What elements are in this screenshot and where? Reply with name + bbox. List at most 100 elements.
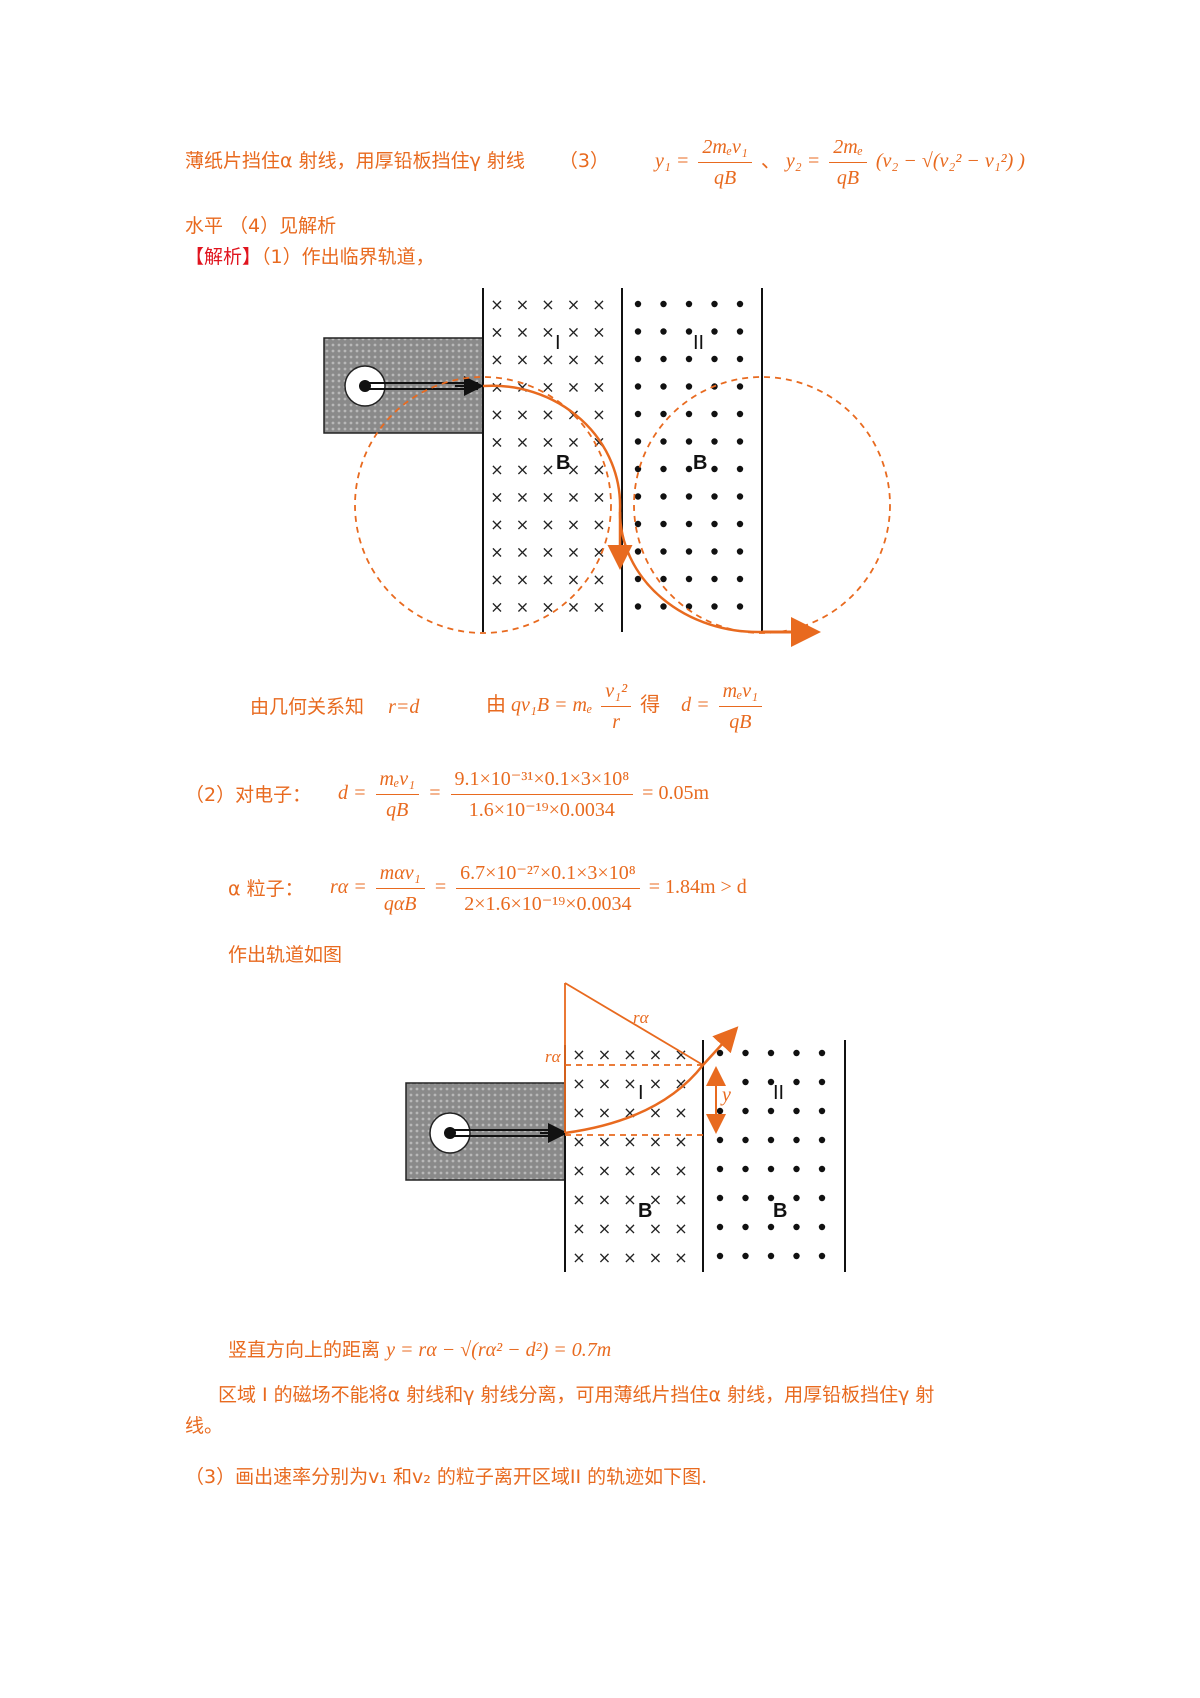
field-cross-icon: × [541,405,554,424]
field-dot-icon [716,1252,724,1260]
fig1-field-b-left: B [556,452,571,474]
field-dot-icon [736,548,744,555]
field-dot-icon [742,1136,749,1144]
field-cross-icon: × [649,1074,662,1093]
field-dot-icon [818,1223,826,1231]
alpha-frac2-num: 6.7×10⁻²⁷×0.1×3×10⁸ [456,860,640,889]
fig2-region-i: I [638,1082,644,1104]
analysis-tag: 【解析】 [185,246,262,268]
part2-label: （2）对电子： [185,784,312,806]
d-lhs: d = [681,694,710,717]
field-dot-icon [793,1223,800,1231]
field-cross-icon: × [623,1248,636,1267]
field-dot-icon [793,1107,800,1115]
geometry-by: 由 [486,692,506,717]
field-dot-icon [685,493,693,500]
part2-lhs: d = [338,782,367,805]
field-cross-icon: × [541,570,554,589]
fig1-region-i: I [555,332,561,354]
field-dot-icon [767,1107,775,1115]
field-dot-icon [818,1107,826,1115]
field-cross-icon: × [598,1219,611,1238]
field-cross-icon: × [592,350,605,369]
field-cross-icon: × [598,1103,611,1122]
field-cross-icon: × [649,1045,662,1064]
answer-line-1: 薄纸片挡住α 射线，用厚铅板挡住γ 射线 （3） [185,148,609,174]
field-cross-icon: × [516,488,529,507]
field-cross-icon: × [572,1161,585,1180]
field-cross-icon: × [541,488,554,507]
field-dot-icon [742,1107,749,1115]
field-dot-icon [716,1049,724,1057]
alpha-label: α 粒子： [228,878,304,900]
field-dot-icon [736,603,744,610]
part2-frac1-den: qB [386,799,409,821]
field-dot-icon [660,465,667,473]
part2-frac1-num: mₑv₁ [375,766,420,795]
field-dot-icon [660,548,667,555]
field-dot-icon [711,575,718,583]
field-cross-icon: × [567,350,580,369]
alpha-frac2: 6.7×10⁻²⁷×0.1×3×10⁸ 2×1.6×10⁻¹⁹×0.0034 [456,860,640,917]
field-dot-icon [685,410,693,418]
field-dot-icon [711,603,718,610]
r-alpha-left-label: rα [545,1047,561,1066]
field-dot-icon [818,1165,826,1173]
field-dot-icon [736,328,744,335]
field-cross-icon: × [567,323,580,342]
source-point-2 [444,1127,456,1139]
alpha-frac1-den: qαB [383,893,417,915]
field-dot-icon [742,1252,749,1260]
radius-diagonal [564,982,704,1066]
alpha-result: = 1.84m > d [648,876,747,899]
part2-frac1: mₑv₁ qB [375,766,420,823]
field-dot-icon [736,520,744,528]
field-cross-icon: × [592,598,605,617]
field-cross-icon: × [516,543,529,562]
field-dot-icon [767,1252,775,1260]
part2-line: （2）对电子： [185,782,311,808]
field-cross-icon: × [541,543,554,562]
field-dot-icon [767,1136,775,1144]
field-cross-icon: × [592,570,605,589]
field-dot-icon [742,1049,749,1057]
field-cross-icon: × [541,378,554,397]
part2-frac2-num: 9.1×10⁻³¹×0.1×3×10⁸ [450,766,634,795]
field-dot-icon [685,548,693,555]
field-cross-icon: × [592,488,605,507]
field-dot-icon [767,1223,775,1231]
field-cross-icon: × [490,433,503,452]
field-cross-icon: × [592,405,605,424]
field-cross-icon: × [567,378,580,397]
field-cross-icon: × [516,460,529,479]
field-dot-icon [634,548,642,555]
field-cross-icon: × [541,433,554,452]
field-dot-icon [736,355,744,363]
field-cross-icon: × [572,1248,585,1267]
field-cross-icon: × [516,570,529,589]
field-dot-icon [736,575,744,583]
field-dot-icon [685,355,693,363]
field-cross-icon: × [567,543,580,562]
field-dot-icon [634,383,642,390]
conclusion-line-1: 区域 I 的磁场不能将α 射线和γ 射线分离，可用薄纸片挡住α 射线，用厚铅板挡… [218,1384,935,1406]
lorentz-fraction: v₁² r [601,678,632,735]
field-dot-icon [736,300,744,308]
field-dot-icon [742,1078,749,1086]
field-cross-icon: × [649,1132,662,1151]
field-dot-icon [818,1252,826,1260]
field-dot-icon [716,1107,724,1115]
field-dot-icon [634,328,642,335]
field-dot-icon [634,300,642,308]
field-cross-icon: × [592,543,605,562]
y2-lhs: y₂ = [785,150,821,173]
y2-tail: (v₂ − √(v₂² − v₁²) ) [875,150,1025,173]
field-dot-icon [685,438,693,445]
field-cross-icon: × [572,1103,585,1122]
field-cross-icon: × [490,543,503,562]
field-cross-icon: × [598,1045,611,1064]
field-cross-icon: × [567,488,580,507]
field-dot-icon [736,410,744,418]
field-cross-icon: × [572,1219,585,1238]
